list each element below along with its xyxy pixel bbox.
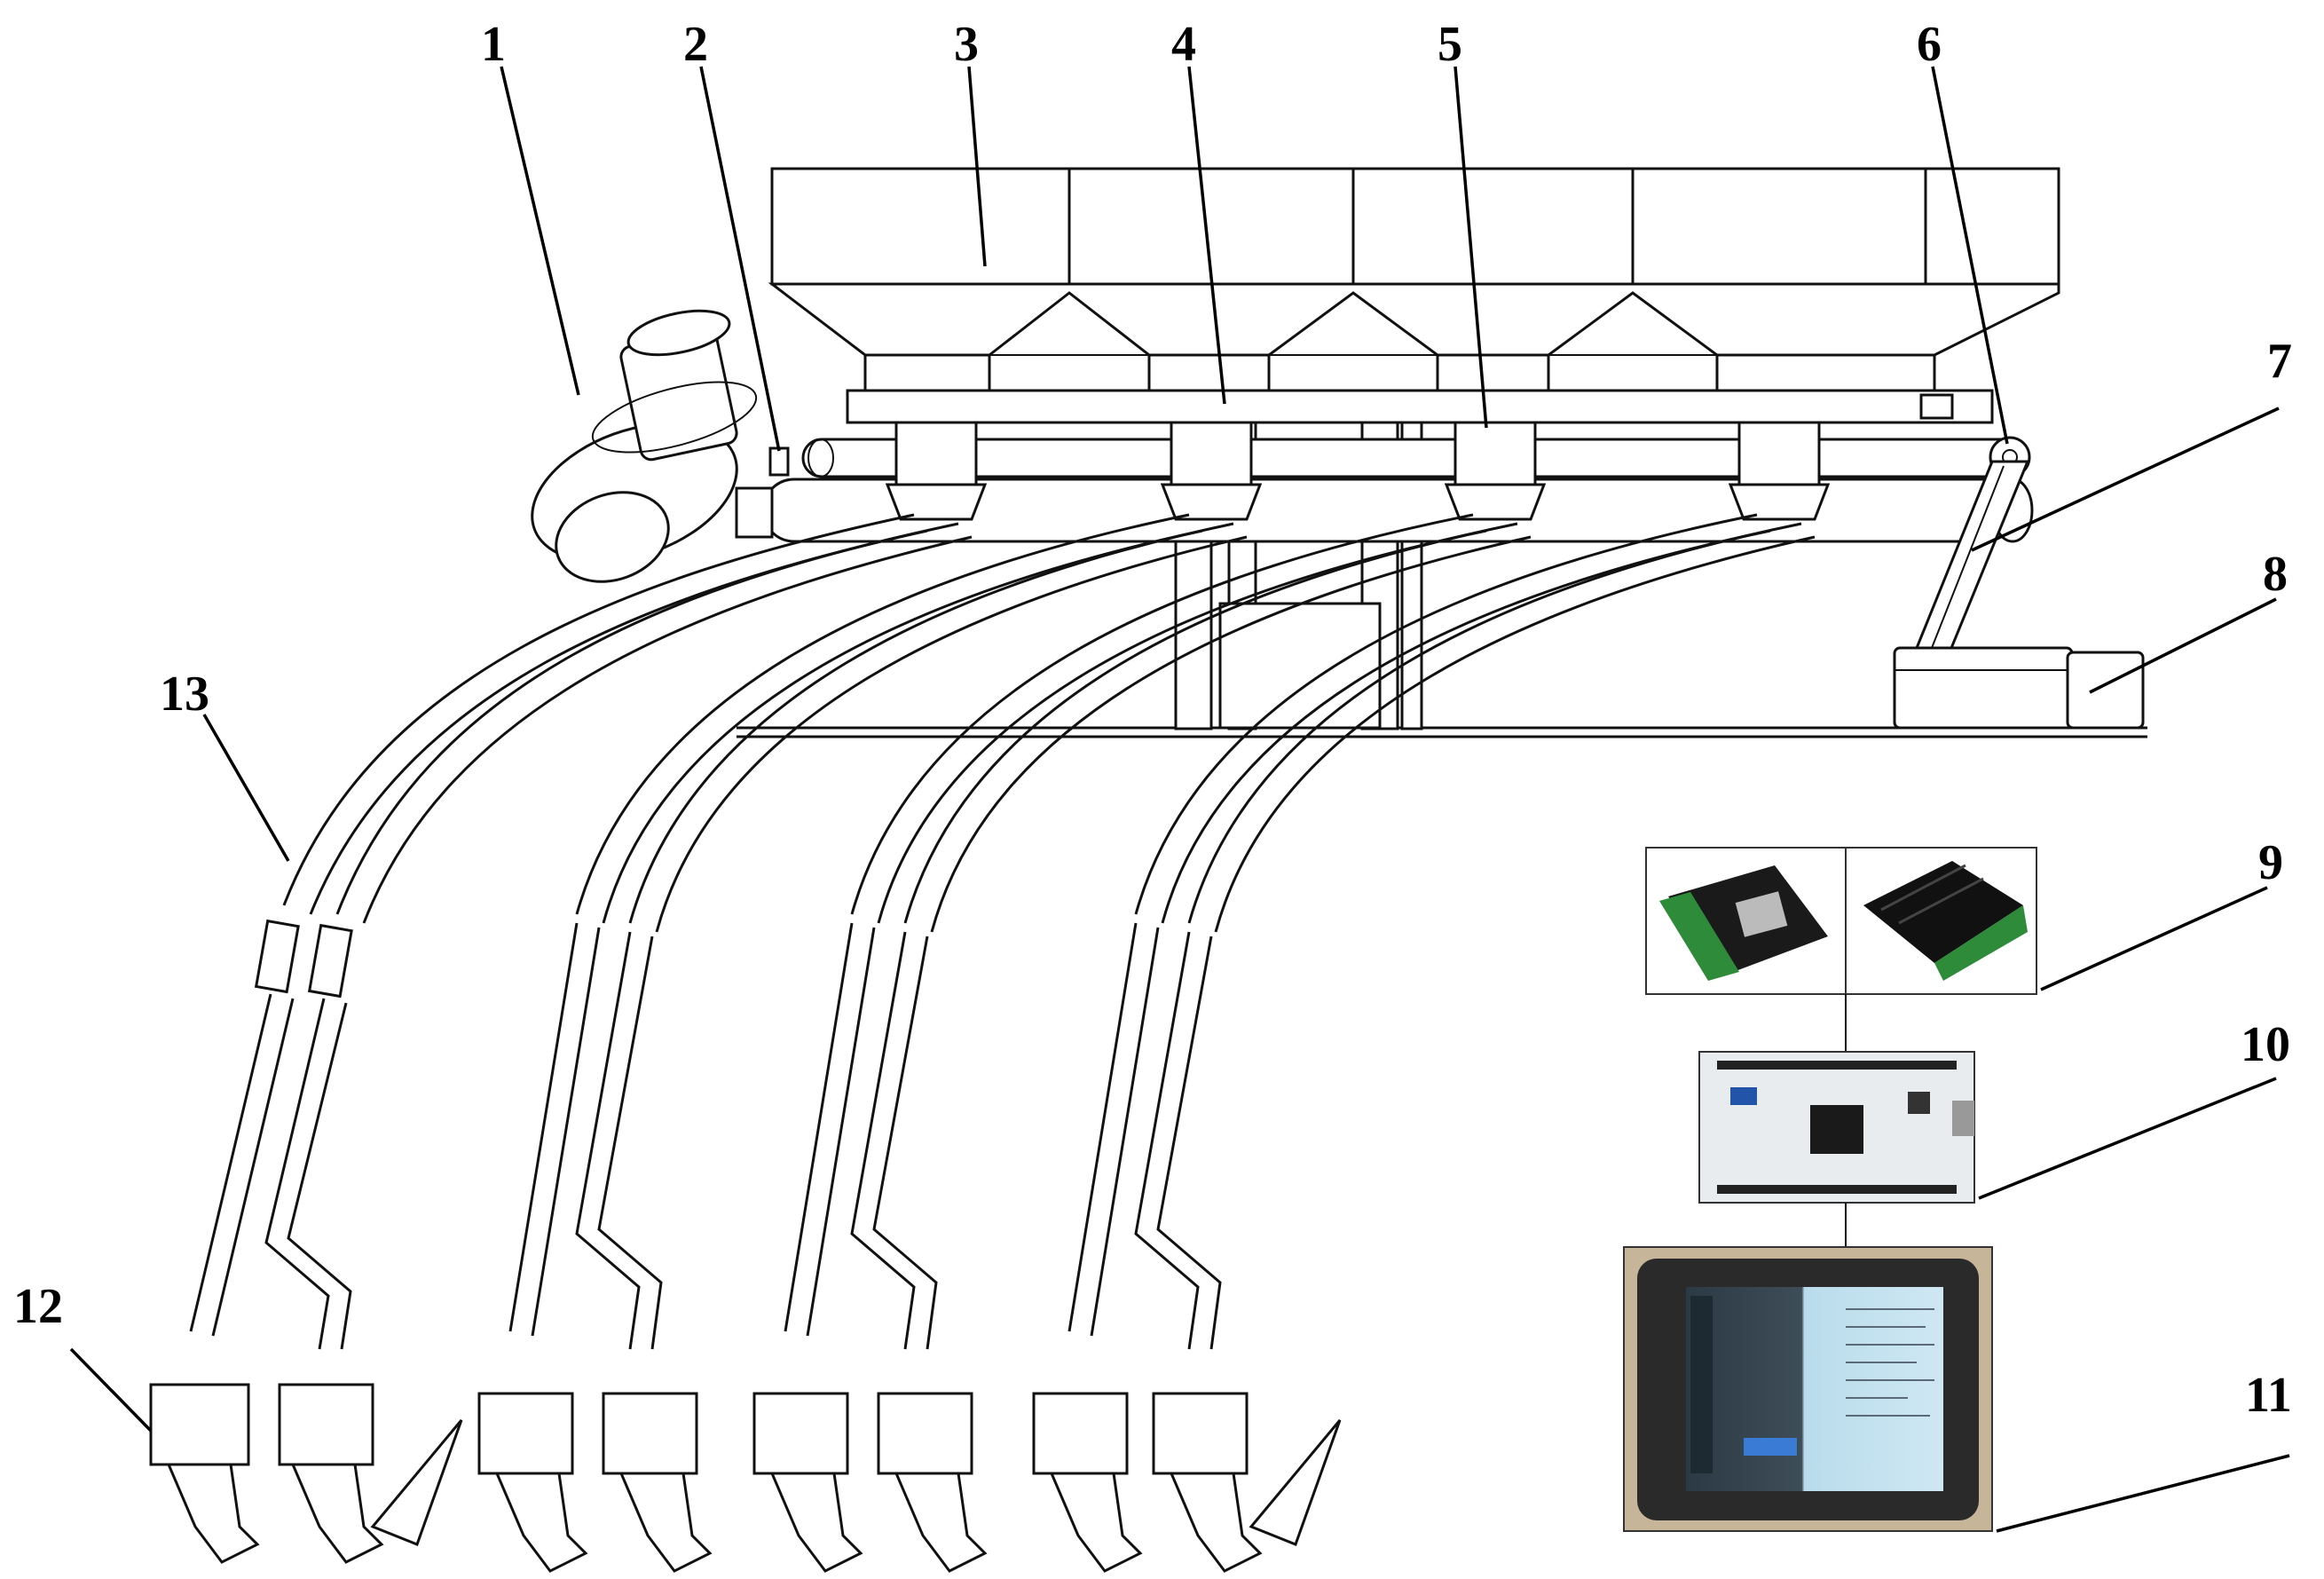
- seed-hopper: [768, 167, 2060, 392]
- callout-1: 1: [481, 17, 506, 72]
- callout-11: 11: [2245, 1368, 2292, 1423]
- callout-2: 2: [683, 17, 708, 72]
- delivery-hoses: [282, 513, 1816, 933]
- leader-lines: [69, 66, 2290, 1533]
- air-fan: [531, 309, 774, 583]
- mounting-plate: [846, 389, 1994, 424]
- callout-9: 9: [2258, 835, 2283, 890]
- callout-12: 12: [13, 1279, 63, 1334]
- callout-5: 5: [1438, 17, 1462, 72]
- furrow-openers: [149, 919, 1342, 1573]
- callout-8: 8: [2263, 547, 2288, 602]
- drive-motor: [1893, 646, 2145, 730]
- pressure-sensor: [768, 446, 790, 477]
- metering-unit-3: [1444, 421, 1547, 521]
- microcontroller-board: [1698, 1051, 1975, 1204]
- metering-unit-2: [1160, 421, 1263, 521]
- callout-labels: 1 2 3 4 5 6 7 8 9 10 11 12 13: [13, 17, 2292, 1423]
- callout-6: 6: [1917, 17, 1942, 72]
- metering-unit-4: [1728, 421, 1831, 521]
- callout-3: 3: [954, 17, 979, 72]
- motor-driver-boards: [1645, 847, 2037, 995]
- metering-unit-1: [885, 421, 988, 521]
- callout-10: 10: [2241, 1017, 2290, 1072]
- callout-4: 4: [1171, 17, 1196, 72]
- callout-13: 13: [160, 667, 209, 722]
- tablet-terminal: [1623, 1246, 1993, 1532]
- chain-drive: [1914, 436, 2031, 659]
- callout-7: 7: [2267, 334, 2292, 389]
